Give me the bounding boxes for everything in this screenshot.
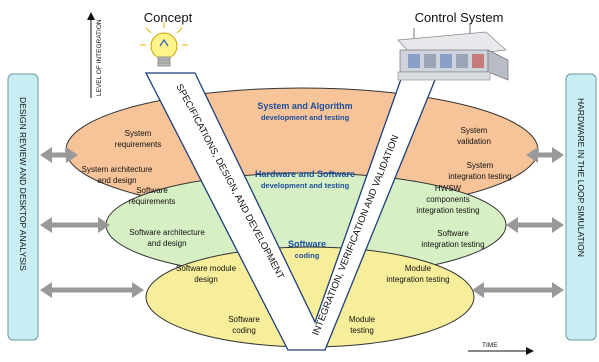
software-integration-l2: integration testing [421,240,484,249]
left-arrow-hwsw-head-a [40,217,52,233]
system-architecture-l2: and design [97,176,136,185]
system-validation-l2: validation [457,137,491,146]
lightbulb-icon [140,22,188,67]
module-integration-l1: Module [405,264,432,273]
software-requirements-l1: Software [136,186,168,195]
right-arrow-system-head-a [526,147,538,163]
hwsw-level-subtitle: development and testing [261,181,350,190]
design-review-panel [7,73,39,341]
hil-simulation-label: HARDWARE IN THE LOOP SIMULATION [576,98,586,257]
hwsw-integration-l2: components [426,195,470,204]
module-testing-l1: Module [349,315,376,324]
system-integration-l2: integration testing [448,172,511,181]
system-requirements-l1: System [125,129,152,138]
time-axis-label: TIME [482,342,498,349]
control-system-title: Control System [415,10,504,25]
module-design-l2: design [194,275,218,284]
left-arrow-software-head-b [132,282,144,298]
system-requirements-l2: requirements [115,140,162,149]
software-coding-l1: Software [228,315,260,324]
left-arrow-system-head-b [66,147,78,163]
left-arrow-hwsw-head-b [98,217,110,233]
hil-simulation-panel [565,73,597,341]
software-requirements-l2: requirements [129,197,176,206]
left-arrow-software-head-a [40,282,52,298]
integration-axis-label: LEVEL OF INTEGRATION [96,19,103,96]
right-arrow-software-head-b [552,282,564,298]
right-arrow-hwsw-head-a [506,217,518,233]
system-integration-l1: System [467,161,494,170]
system-level-subtitle: development and testing [261,113,350,122]
software-architecture-l1: Software architecture [129,228,205,237]
hwsw-integration-l1: HWSW [435,184,462,193]
software-architecture-l2: and design [147,239,186,248]
software-integration-l1: Software [437,229,469,238]
hwsw-level-title: Hardware and Software [255,169,355,179]
right-connector-arrows [472,147,564,298]
design-review-label: DESIGN REVIEW AND DESKTOP ANALYSIS [18,97,28,271]
software-level-title: Software [288,239,326,249]
software-level-subtitle: coding [295,251,320,260]
left-arrow-system-head-a [40,147,52,163]
right-arrow-software-head-a [472,282,484,298]
system-validation-l1: System [461,126,488,135]
module-design-l1: Software module [176,264,237,273]
left-connector-arrows [40,147,144,298]
module-testing-l2: testing [350,326,374,335]
system-architecture-l1: System architecture [82,165,153,174]
hwsw-integration-l3: integration testing [416,206,479,215]
system-level-title: System and Algorithm [257,101,352,111]
software-coding-l2: coding [232,326,256,335]
control-system-machine-icon [397,24,509,81]
right-arrow-system-head-b [552,147,564,163]
module-integration-l2: integration testing [386,275,449,284]
concept-title: Concept [144,10,193,25]
right-arrow-hwsw-head-b [552,217,564,233]
